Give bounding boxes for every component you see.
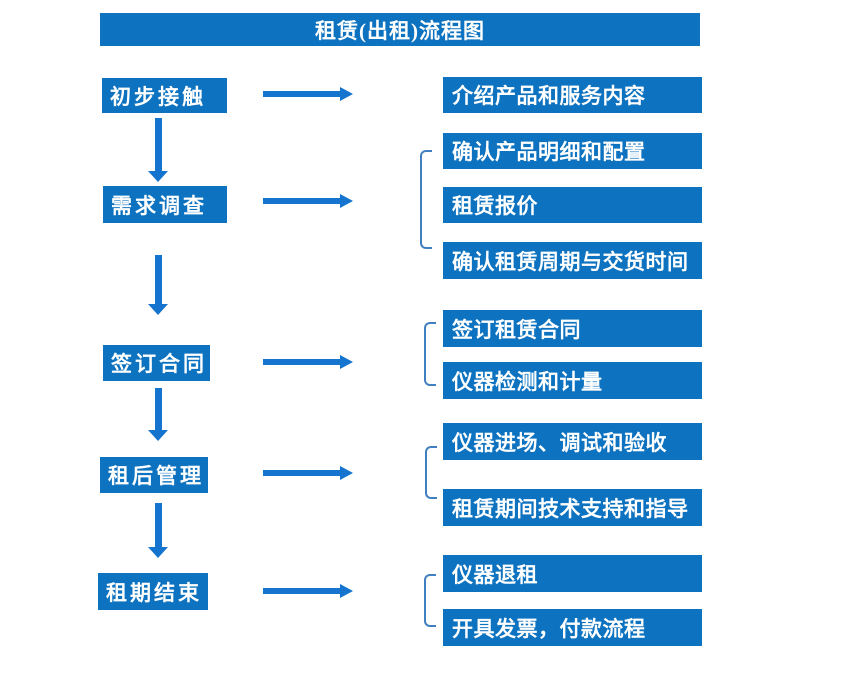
arrow-shaft bbox=[155, 255, 162, 304]
arrow-head bbox=[148, 304, 168, 315]
detail-box-sign-rental-contract: 签订租赁合同 bbox=[443, 310, 702, 347]
arrow-shaft bbox=[263, 359, 341, 365]
right-arrow-4 bbox=[263, 466, 353, 481]
right-arrow-3 bbox=[263, 355, 353, 370]
down-arrow-3 bbox=[148, 388, 169, 441]
arrow-head bbox=[340, 355, 353, 369]
arrow-shaft bbox=[263, 470, 341, 476]
detail-box-instrument-return: 仪器退租 bbox=[443, 555, 702, 592]
detail-box-rental-quote: 租赁报价 bbox=[443, 187, 702, 223]
step-box-sign-contract: 签订合同 bbox=[103, 345, 210, 381]
step-box-rental-end: 租期结束 bbox=[98, 573, 208, 610]
arrow-head bbox=[148, 547, 168, 558]
down-arrow-4 bbox=[148, 503, 169, 558]
detail-box-confirm-product-config: 确认产品明细和配置 bbox=[443, 133, 702, 169]
down-arrow-1 bbox=[148, 118, 169, 182]
arrow-head bbox=[148, 430, 168, 441]
detail-box-confirm-period-delivery: 确认租赁周期与交货时间 bbox=[443, 242, 702, 279]
bracket-group-3 bbox=[424, 322, 436, 386]
step-box-demand-survey: 需求调查 bbox=[103, 186, 227, 223]
arrow-shaft bbox=[263, 198, 341, 204]
bracket-group-4 bbox=[425, 446, 437, 499]
right-arrow-5 bbox=[263, 584, 353, 599]
arrow-shaft bbox=[263, 91, 341, 97]
detail-box-tech-support: 租赁期间技术支持和指导 bbox=[443, 489, 702, 526]
step-box-post-rental-management: 租后管理 bbox=[100, 457, 208, 493]
bracket-group-2 bbox=[420, 150, 432, 249]
down-arrow-2 bbox=[148, 255, 169, 315]
detail-box-instrument-setup-acceptance: 仪器进场、调试和验收 bbox=[443, 423, 702, 460]
arrow-head bbox=[148, 171, 168, 182]
arrow-shaft bbox=[155, 503, 162, 547]
bracket-group-5 bbox=[424, 574, 436, 627]
detail-box-instrument-testing: 仪器检测和计量 bbox=[443, 362, 702, 399]
detail-box-intro-products-services: 介绍产品和服务内容 bbox=[443, 77, 702, 113]
right-arrow-2 bbox=[263, 194, 353, 209]
arrow-head bbox=[340, 194, 353, 208]
title-bar: 租赁(出租)流程图 bbox=[100, 13, 700, 46]
arrow-shaft bbox=[155, 118, 162, 171]
right-arrow-1 bbox=[263, 87, 353, 102]
arrow-shaft bbox=[263, 588, 341, 594]
arrow-shaft bbox=[155, 388, 162, 430]
arrow-head bbox=[340, 584, 353, 598]
arrow-head bbox=[340, 87, 353, 101]
arrow-head bbox=[340, 466, 353, 480]
detail-box-invoice-payment: 开具发票，付款流程 bbox=[443, 609, 702, 646]
page-title: 租赁(出租)流程图 bbox=[315, 18, 485, 43]
step-box-initial-contact: 初步接触 bbox=[102, 78, 227, 113]
